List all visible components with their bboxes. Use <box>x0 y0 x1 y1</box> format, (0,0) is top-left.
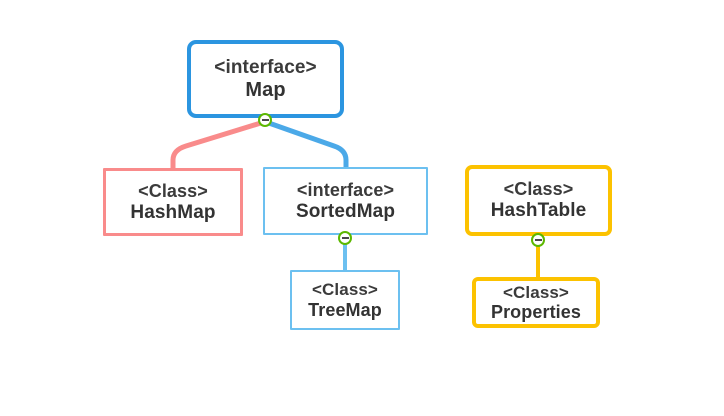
node-hashtable-stereotype: <Class> <box>503 179 574 200</box>
node-properties-stereotype: <Class> <box>503 282 569 302</box>
node-hashmap-name: HashMap <box>130 201 216 223</box>
node-map[interactable]: <interface> Map <box>187 40 344 118</box>
node-hashmap[interactable]: <Class> HashMap <box>103 168 243 236</box>
node-sortedmap-stereotype: <interface> <box>296 179 395 200</box>
node-treemap-name: TreeMap <box>308 299 382 320</box>
collapse-minus-icon-sortedmap[interactable] <box>338 231 352 245</box>
node-map-name: Map <box>245 78 286 101</box>
node-properties-name: Properties <box>490 301 582 322</box>
node-treemap-stereotype: <Class> <box>312 279 378 299</box>
node-hashmap-stereotype: <Class> <box>138 180 208 201</box>
node-hashtable[interactable]: <Class> HashTable <box>465 165 612 236</box>
node-properties[interactable]: <Class> Properties <box>472 277 600 328</box>
edge-map-to-sortedmap <box>263 119 349 170</box>
node-sortedmap[interactable]: <interface> SortedMap <box>263 167 428 235</box>
node-sortedmap-name: SortedMap <box>295 200 396 222</box>
collapse-minus-icon-hashtable[interactable] <box>531 233 545 247</box>
node-map-stereotype: <interface> <box>214 56 317 78</box>
node-hashtable-name: HashTable <box>490 200 587 222</box>
edge-map-to-hashmap <box>170 119 267 171</box>
collapse-minus-icon-map[interactable] <box>258 113 272 127</box>
node-treemap[interactable]: <Class> TreeMap <box>290 270 400 330</box>
